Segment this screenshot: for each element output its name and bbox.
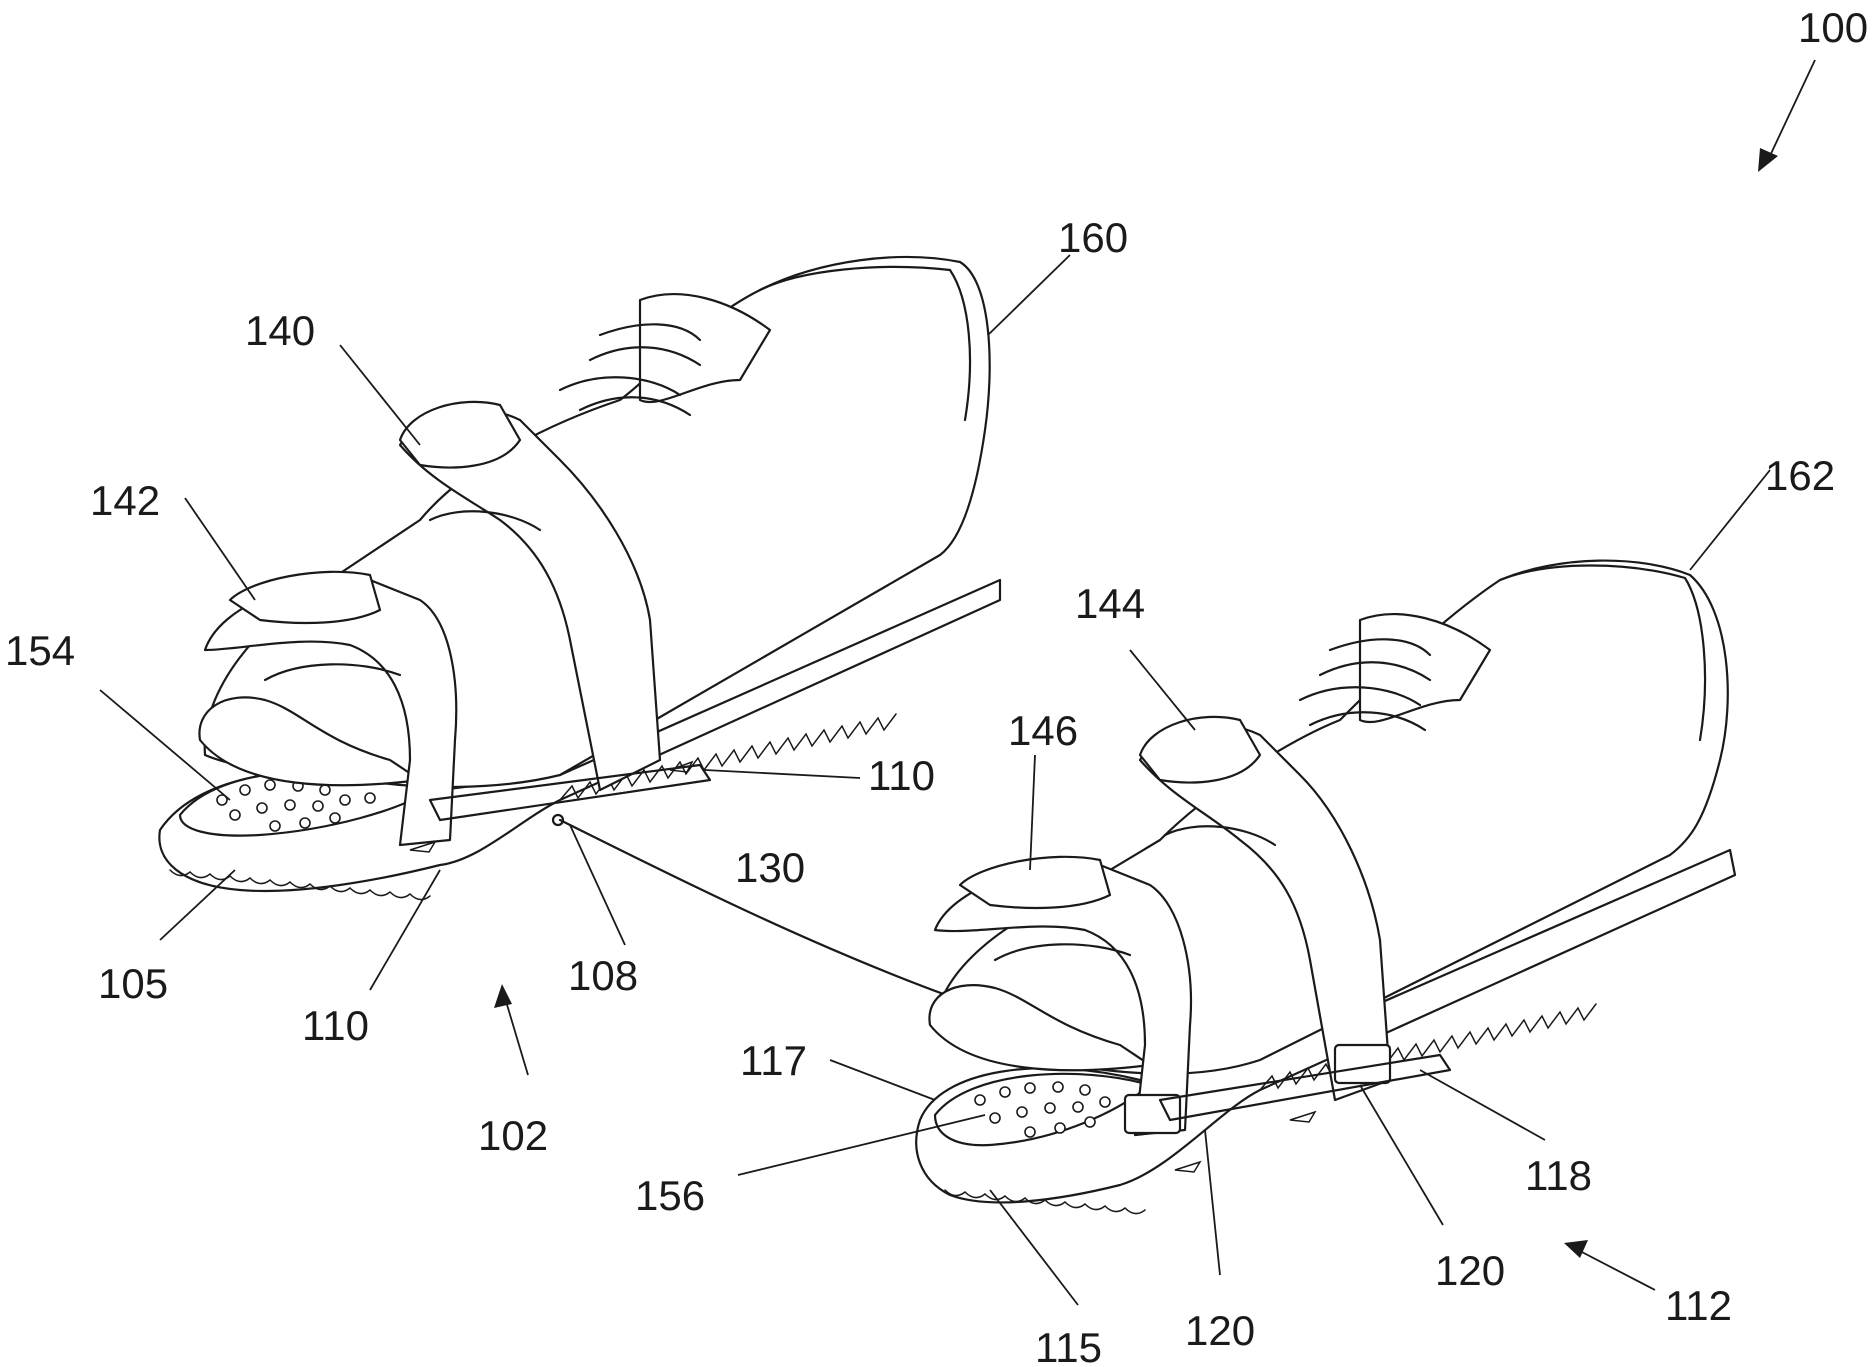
left-toe-strap-tab [228, 570, 382, 625]
left-tether-anchor [551, 813, 565, 827]
right-toe-strap-tab [958, 855, 1112, 910]
label-115: 115 [1035, 1324, 1102, 1367]
label-162: 162 [1765, 452, 1835, 499]
arrow-100 [1758, 148, 1778, 172]
left-laces [558, 323, 702, 417]
label-154: 154 [5, 627, 75, 674]
label-118: 118 [1525, 1152, 1592, 1199]
label-146: 146 [1008, 707, 1078, 754]
leader-lines [99, 59, 1816, 1306]
right-toe-bumper [928, 984, 1152, 1072]
left-notch-front [409, 840, 437, 853]
right-heel-collar [1498, 564, 1707, 742]
left-upper-strap-tab [398, 400, 522, 469]
label-120-rear: 120 [1435, 1247, 1505, 1294]
right-sole-scallop [944, 1189, 1146, 1215]
label-100: 100 [1798, 4, 1868, 51]
label-142: 142 [90, 477, 160, 524]
label-108: 108 [568, 952, 638, 999]
label-144: 144 [1075, 580, 1145, 627]
right-base-plate [1158, 1053, 1452, 1122]
right-insole-perforations [974, 1081, 1111, 1138]
left-base-plate [428, 763, 712, 822]
left-heel-collar [758, 265, 972, 422]
left-sole-tread [559, 713, 897, 801]
label-110-left: 110 [302, 1002, 369, 1049]
left-insole-perforations [216, 779, 376, 832]
left-notch-rear [669, 760, 694, 773]
label-130: 130 [735, 844, 805, 891]
right-eyelet-inner [993, 943, 1132, 962]
label-117: 117 [740, 1037, 807, 1084]
right-notch-front [1174, 1160, 1202, 1173]
right-shoe-assembly [915, 559, 1737, 1215]
right-tongue [1358, 613, 1492, 724]
label-120-front: 120 [1185, 1307, 1255, 1354]
label-112: 112 [1665, 1282, 1732, 1329]
right-buckle-front [1123, 1093, 1182, 1135]
right-upper-strap-tab [1138, 715, 1262, 784]
reference-numerals: 100 160 140 162 142 144 154 146 110 130 … [5, 4, 1868, 1367]
right-outer-sole [915, 848, 1737, 1204]
arrow-102 [494, 984, 512, 1008]
left-toe-bumper [198, 696, 422, 787]
label-105: 105 [98, 960, 168, 1007]
tether-cord [558, 818, 962, 1002]
label-102: 102 [478, 1112, 548, 1159]
label-160: 160 [1058, 214, 1128, 261]
label-156: 156 [635, 1172, 705, 1219]
left-eyelet-front [428, 510, 542, 532]
right-laces [1298, 638, 1432, 732]
right-notch-rear [1289, 1110, 1317, 1123]
right-eyelet-front [1163, 825, 1277, 847]
label-110-right: 110 [868, 752, 935, 799]
left-eyelet-inner [263, 663, 402, 682]
right-perforated-insole [933, 1072, 1152, 1147]
arrow-112 [1564, 1240, 1588, 1258]
right-sole-tread [1259, 1003, 1597, 1091]
left-shoe-assembly [158, 255, 1002, 901]
label-140: 140 [245, 307, 315, 354]
left-sole-scallop [169, 869, 431, 901]
